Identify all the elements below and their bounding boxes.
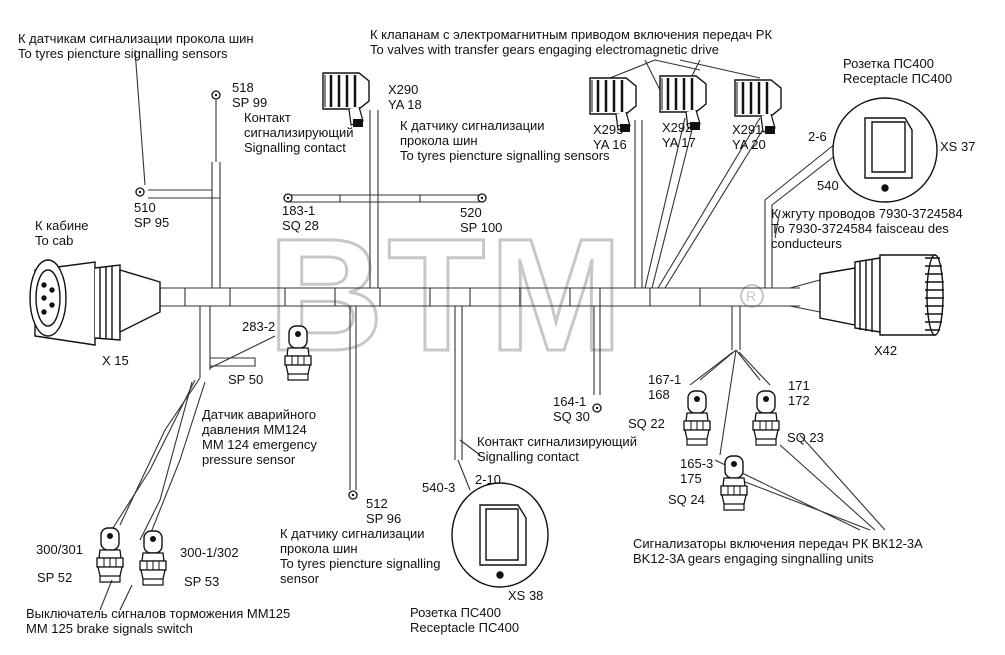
label-x42: X42 [874,343,898,358]
label-sq22: SQ 22 [628,416,665,431]
label-xs37: XS 37 [940,139,976,154]
connector-x42 [819,254,944,336]
label-valves: К клапанам с электромагнитным приводом в… [370,27,773,57]
connector-x15 [29,259,161,346]
label-300-1: 300-1/302 [180,545,239,560]
label-283: 283-2 [242,319,276,334]
svg-text:R: R [746,288,756,304]
sensor-sp52 [96,527,124,583]
lug-164 [592,403,602,413]
sensor-sq22 [683,390,711,446]
label-xs38: XS 38 [508,588,544,603]
label-sp50: SP 50 [228,372,264,387]
label-sq24: SQ 24 [668,492,705,507]
label-x15: X 15 [102,353,129,368]
label-gear-units: Сигнализаторы включения передач РК ВК12-… [633,536,923,566]
receptacle-xs37 [832,97,938,203]
lug-510 [135,187,145,197]
label-sq23: SQ 23 [787,430,824,445]
label-2-6: 2-6 [808,129,827,144]
label-2-10: 2-10 [475,472,502,487]
label-sp53: SP 53 [184,574,220,589]
label-540-top: 540 [817,178,839,193]
sensor-sq23 [752,390,780,446]
lug-520 [477,193,487,203]
lug-518 [211,90,221,100]
btm-watermark: BTM R [267,204,764,386]
label-300: 300/301 [36,542,83,557]
sensor-sp50 [284,325,312,381]
lug-512 [348,490,358,500]
receptacle-xs38 [451,482,549,588]
svg-text:BTM: BTM [268,205,627,384]
sensor-sp53 [139,530,167,586]
lug-183 [283,193,293,203]
label-540-3: 540-3 [422,480,456,495]
sensor-sq24 [720,455,748,511]
label-sp52: SP 52 [37,570,73,585]
